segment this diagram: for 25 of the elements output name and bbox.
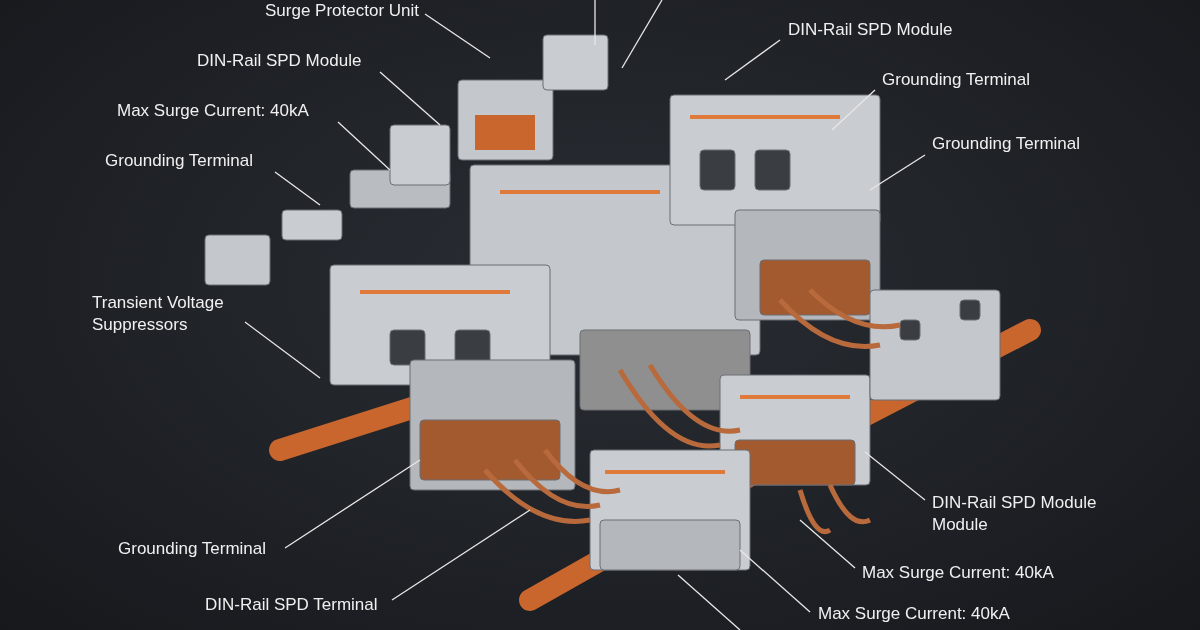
callout-label: DIN-Rail SPD Module Module <box>932 492 1117 536</box>
leader-line <box>864 451 926 501</box>
callout-label: Transient Voltage Suppressors <box>92 292 242 336</box>
callout-label: Grounding Terminal <box>118 538 267 560</box>
leader-line <box>799 519 856 569</box>
leader-line <box>274 171 321 206</box>
callout-label: Grounding Terminal <box>932 133 1081 155</box>
leader-line <box>391 509 531 601</box>
leader-line <box>244 321 321 379</box>
callout-label: DIN-Rail SPD Module <box>197 50 362 72</box>
callout-label: DIN-Rail SPD Terminal <box>205 594 378 616</box>
leader-line <box>424 13 491 59</box>
leader-line <box>284 459 421 549</box>
leader-line <box>869 154 926 191</box>
callout-label: Grounding Terminal <box>105 150 254 172</box>
callout-label: Max Surge Current: 40kA <box>862 562 1054 584</box>
leader-line <box>337 121 391 171</box>
leader-line <box>739 549 811 613</box>
leader-line <box>379 71 441 126</box>
callout-label: Surge Protector Unit <box>265 0 419 22</box>
callout-label: Max Surge Current: 40kA <box>117 100 309 122</box>
callout-label: DIN-Rail SPD Module <box>788 19 953 41</box>
leader-line <box>724 39 781 81</box>
callout-label: Grounding Terminal <box>882 69 1031 91</box>
callout-label: Max Surge Current: 40kA <box>818 603 1010 625</box>
